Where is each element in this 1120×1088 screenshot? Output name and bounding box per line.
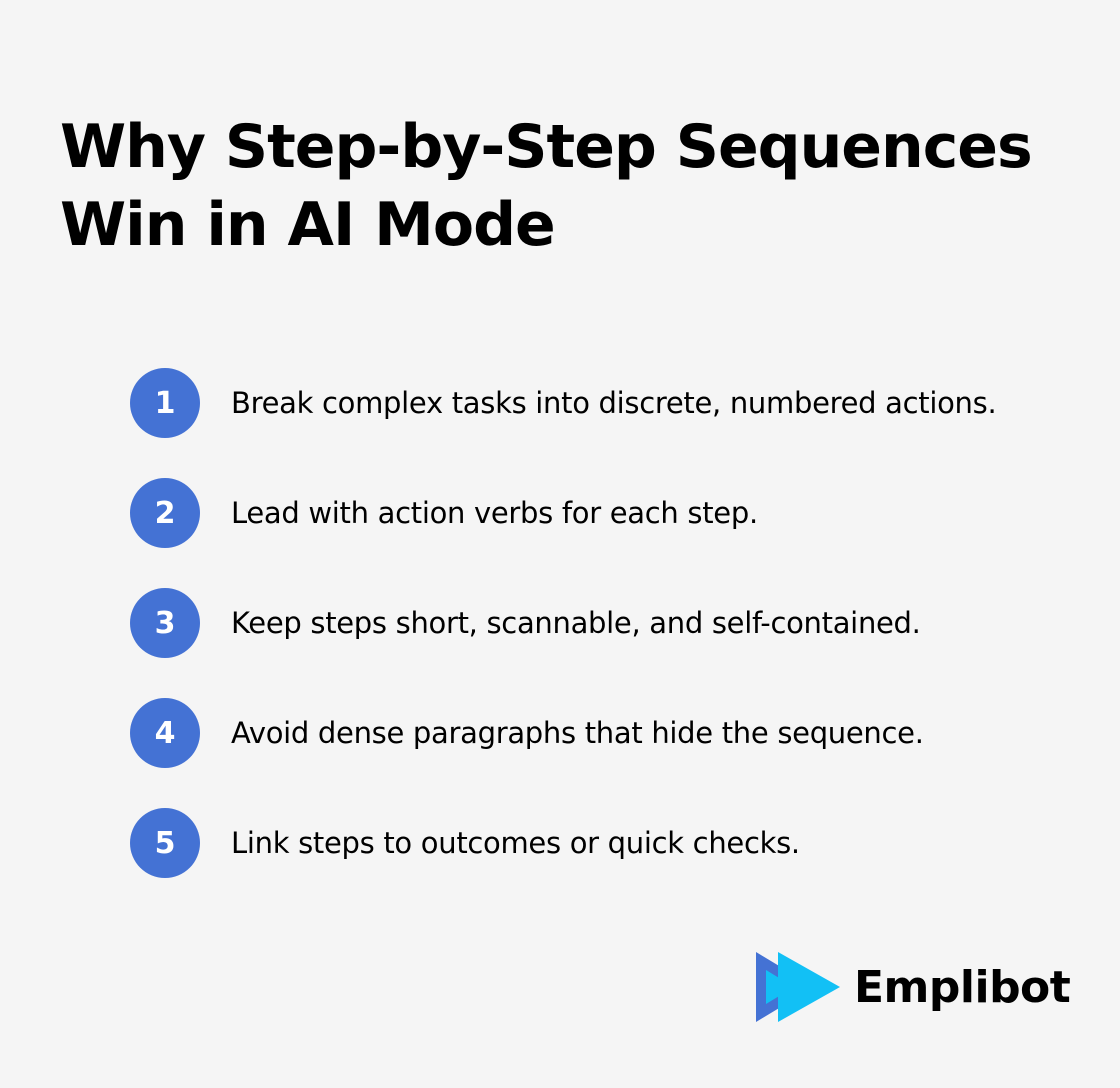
step-text: Avoid dense paragraphs that hide the seq… bbox=[231, 716, 924, 750]
step-number-badge: 4 bbox=[130, 698, 200, 768]
step-number-badge: 1 bbox=[130, 368, 200, 438]
step-text: Link steps to outcomes or quick checks. bbox=[231, 826, 800, 860]
brand-name: Emplibot bbox=[854, 961, 1071, 1013]
step-text: Keep steps short, scannable, and self-co… bbox=[231, 606, 921, 640]
step-item: 4 Avoid dense paragraphs that hide the s… bbox=[130, 698, 996, 768]
step-number-badge: 5 bbox=[130, 808, 200, 878]
step-text: Lead with action verbs for each step. bbox=[231, 496, 758, 530]
double-play-arrow-icon bbox=[756, 952, 840, 1022]
step-item: 5 Link steps to outcomes or quick checks… bbox=[130, 808, 996, 878]
brand-logo: Emplibot bbox=[756, 952, 1071, 1022]
steps-list: 1 Break complex tasks into discrete, num… bbox=[130, 368, 997, 918]
page-title: Why Step-by-Step Sequences Win in AI Mod… bbox=[60, 112, 1033, 260]
step-item: 1 Break complex tasks into discrete, num… bbox=[130, 368, 997, 438]
step-number-badge: 2 bbox=[130, 478, 200, 548]
step-text: Break complex tasks into discrete, numbe… bbox=[231, 386, 997, 420]
step-item: 2 Lead with action verbs for each step. bbox=[130, 478, 996, 548]
step-item: 3 Keep steps short, scannable, and self-… bbox=[130, 588, 996, 658]
step-number-badge: 3 bbox=[130, 588, 200, 658]
